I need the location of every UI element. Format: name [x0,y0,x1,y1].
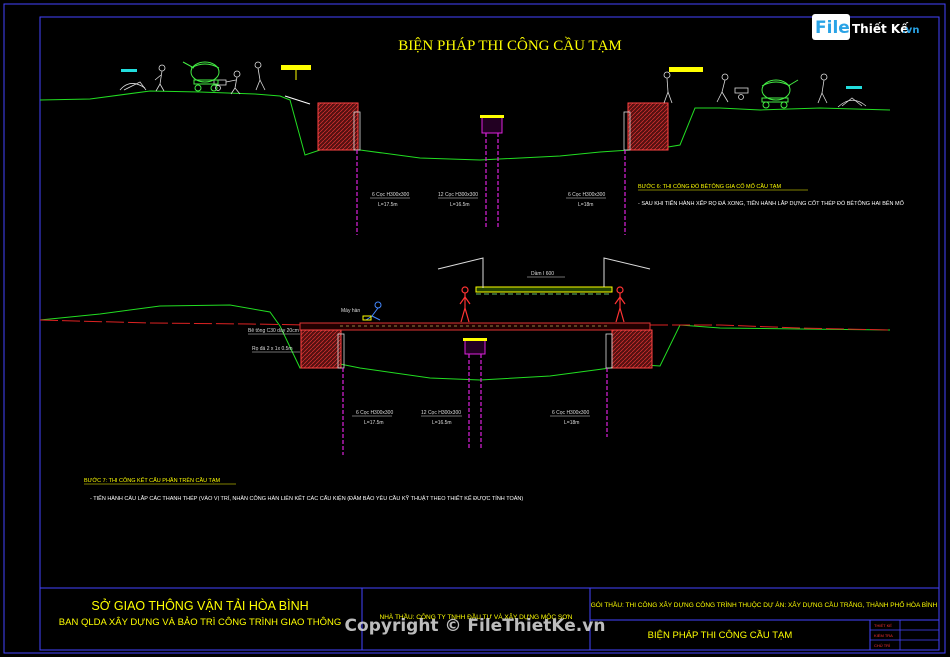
tb-package: GÓI THẦU: THI CÔNG XÂY DỰNG CÔNG TRÌNH T… [591,599,938,609]
tb-sign-row-2: KIỂM TRA [874,633,893,638]
left-concrete-mixer [182,61,220,92]
lower-right-pile-length: L=18m [564,420,579,426]
upper-left-abutment [317,102,359,151]
lower-slab-label: Bê tông C30 dày 20cm [248,328,299,334]
upper-right-abutment [627,102,669,151]
upper-left-cyan-sign [121,69,137,72]
upper-center-pile-label: 12 Cọc H300x300 [438,192,478,198]
upper-step-text: - SAU KHI TIẾN HÀNH XẾP RỌ ĐÁ XONG, TIẾN… [638,199,905,207]
lower-gabion-label: Rọ đá 2 x 1x 0.5m [252,346,293,352]
lower-center-pile-label: 12 Cọc H300x300 [421,410,461,416]
inner-border [39,16,940,651]
tb-agency: SỞ GIAO THÔNG VẬN TẢI HÒA BÌNH [91,598,308,613]
tb-sign-row-1: THIẾT KẾ [874,623,892,628]
lower-girder [475,286,613,293]
logo-box-file [812,14,850,40]
lower-left-crane [437,257,484,288]
upper-right-pile-length: L=18m [578,202,593,208]
lower-center-pier-cap [464,339,486,355]
upper-step-title: BƯỚC 6: THI CÔNG ĐỔ BÊTÔNG GIA CỐ MỐ CẦU… [638,182,781,190]
upper-left-sign [281,65,311,70]
site-logo: File Thiết Kế .vn [812,14,919,40]
left-equipment [119,61,266,95]
upper-left-pile-label: 6 Cọc H300x300 [372,192,409,198]
lower-welder [362,301,382,321]
outer-border [3,3,946,654]
tb-contractor: NHÀ THẦU: CÔNG TY TNHH ĐẦU TƯ VÀ XÂY DỰN… [380,611,573,621]
tb-sign-row-3: CHỦ TRÌ [874,643,890,648]
lower-center-pier-beam [463,338,487,341]
upper-ground-line [39,90,891,161]
upper-right-abutment-cap [623,111,631,151]
lower-left-abutment [300,329,342,369]
logo-part2: Thiết Kế [852,22,909,36]
upper-right-pile-label: 6 Cọc H300x300 [568,192,605,198]
upper-slope-dim [284,95,311,105]
lower-workers [459,286,626,323]
title-block-frame [39,587,940,651]
drawing-title: BIỆN PHÁP THI CÔNG CẦU TẠM [398,37,622,54]
lower-left-pile-length: L=17.5m [364,420,384,426]
lower-beam-label: Dầm I 600 [531,271,554,277]
copyright-watermark: Copyright © FileThietKe.vn [345,616,606,636]
lower-center-pile-length: L=16.5m [432,420,452,426]
right-equipment [663,71,867,108]
lower-crane-label: Máy hàn [341,308,360,314]
lower-left-pile-label: 6 Cọc H300x300 [356,410,393,416]
lower-right-crane [603,257,651,287]
upper-center-pier-cap [481,116,503,134]
tb-board: BAN QLDA XÂY DỰNG VÀ BẢO TRÌ CÔNG TRÌNH … [59,616,341,628]
right-concrete-mixer [761,79,799,109]
tb-sheet-title: BIỆN PHÁP THI CÔNG CẦU TẠM [648,630,793,641]
lower-deck [299,322,651,331]
lower-step-text: - TIẾN HÀNH CẨU LẮP CÁC THANH THÉP (VÀO … [90,494,523,502]
lower-right-abutment-cap [605,333,613,369]
logo-part1: File [815,18,850,38]
upper-right-cyan-sign [846,86,862,89]
upper-center-pile-length: L=16.5m [450,202,470,208]
lower-road-left [39,319,311,326]
upper-right-sign [669,67,703,72]
upper-left-pile-length: L=17.5m [378,202,398,208]
upper-section: 6 Cọc H300x300 L=17.5m 12 Cọc H300x300 L… [39,61,905,235]
lower-section: Dầm I 600 [39,257,891,502]
lower-step-title: BƯỚC 7: THI CÔNG KẾT CẤU PHẦN TRÊN CẦU T… [84,476,221,484]
lower-road-right [650,324,891,331]
lower-left-abutment-cap [337,333,345,369]
lower-right-pile-label: 6 Cọc H300x300 [552,410,589,416]
logo-part3: .vn [902,25,919,36]
upper-center-pier-beam [480,115,504,118]
lower-right-abutment [611,329,653,369]
title-block: SỞ GIAO THÔNG VẬN TẢI HÒA BÌNH BAN QLDA … [39,587,940,651]
